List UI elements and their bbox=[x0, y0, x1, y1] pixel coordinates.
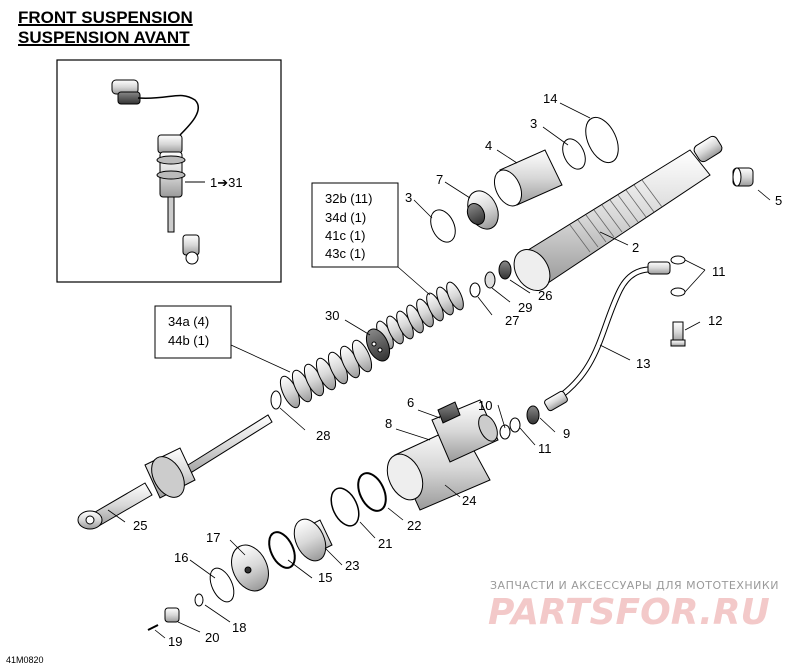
kit-upper-4: 43c (1) bbox=[325, 246, 365, 261]
part-18-end-cap bbox=[231, 544, 269, 592]
upper-spring-stack bbox=[376, 281, 464, 350]
part-2-body-bellows bbox=[513, 135, 723, 291]
watermark-tagline: ЗАПЧАСТИ И АКСЕССУАРЫ ДЛЯ МОТОТЕХНИКИ bbox=[490, 579, 779, 592]
label-24: 23 bbox=[345, 558, 359, 573]
label-23: 22 bbox=[407, 518, 421, 533]
part-number-labels: 14 3 4 5 7 3 2 11 26 29 27 12 30 13 6 8 … bbox=[133, 91, 782, 649]
kit-upper-3: 41c (1) bbox=[325, 228, 365, 243]
label-21: 20 bbox=[205, 630, 219, 645]
inset-label: 1➔31 bbox=[210, 175, 243, 190]
lower-spring-stack bbox=[279, 339, 373, 409]
inset-shock-illustration bbox=[111, 79, 200, 265]
part-24-piston bbox=[293, 518, 333, 562]
label-29: 28 bbox=[316, 428, 330, 443]
part-23-oring bbox=[357, 472, 387, 512]
kit-upper-2: 34d (1) bbox=[325, 210, 366, 225]
kit-lower-2: 44b (1) bbox=[168, 333, 209, 348]
svg-text:11: 11 bbox=[538, 441, 552, 456]
label-15: 14 bbox=[543, 91, 557, 106]
part-15-cap bbox=[585, 116, 619, 164]
label-12: 11 bbox=[712, 264, 726, 279]
part-11-washer bbox=[509, 417, 521, 433]
label-5: 5 bbox=[775, 193, 782, 208]
label-28: 27 bbox=[505, 313, 519, 328]
part-12-washer-bottom bbox=[670, 287, 686, 297]
label-3a: 3 bbox=[530, 116, 537, 131]
label-27: 26 bbox=[538, 288, 552, 303]
part-5-bushing bbox=[732, 167, 754, 187]
watermark-brand: PARTSFOR.RU bbox=[488, 592, 770, 633]
part-22-oring bbox=[330, 487, 360, 527]
part-3-ring-upper bbox=[562, 138, 586, 170]
part-3-ring-lower bbox=[430, 209, 456, 243]
part-8-reservoir-cap bbox=[431, 399, 499, 463]
label-19: 18 bbox=[232, 620, 246, 635]
label-30: 29 bbox=[518, 300, 532, 315]
part-13-bolt bbox=[670, 321, 686, 347]
part-28-washer bbox=[469, 282, 481, 298]
label-8: 8 bbox=[385, 416, 392, 431]
part-12-washer-top bbox=[670, 255, 686, 265]
part-20-valve-core bbox=[147, 624, 159, 631]
label-22: 21 bbox=[378, 536, 392, 551]
part-19-ring bbox=[194, 593, 204, 607]
label-17: 16 bbox=[174, 550, 188, 565]
part-10-washer bbox=[499, 424, 511, 440]
title-french: SUSPENSION AVANT bbox=[18, 28, 190, 47]
label-18: 17 bbox=[206, 530, 220, 545]
part-7-piston bbox=[466, 190, 499, 230]
label-13: 12 bbox=[708, 313, 722, 328]
label-25: 24 bbox=[462, 493, 476, 508]
part-16-oring bbox=[268, 531, 296, 569]
part-31-piston bbox=[365, 328, 391, 362]
part-17-diaphragm bbox=[209, 567, 235, 603]
part-4-sleeve bbox=[493, 149, 563, 207]
label-6: 6 bbox=[407, 395, 414, 410]
label-3b: 3 bbox=[405, 190, 412, 205]
title-english: FRONT SUSPENSION bbox=[18, 8, 193, 27]
part-9-fitting bbox=[526, 405, 540, 425]
label-4: 4 bbox=[485, 138, 492, 153]
kit-lower-1: 34a (4) bbox=[168, 314, 209, 329]
label-31: 30 bbox=[325, 308, 339, 323]
label-26: 25 bbox=[133, 518, 147, 533]
label-7: 7 bbox=[436, 172, 443, 187]
label-16: 15 bbox=[318, 570, 332, 585]
leader-lines bbox=[107, 102, 771, 639]
label-14: 13 bbox=[636, 356, 650, 371]
kit-box-upper bbox=[311, 182, 399, 268]
label-20: 19 bbox=[168, 634, 182, 649]
kit-upper-1: 32b (11) bbox=[325, 191, 372, 206]
reference-code: 41M0820 bbox=[6, 655, 44, 665]
part-21-valve bbox=[164, 607, 180, 623]
part-30-washer bbox=[484, 271, 496, 289]
label-10: 10 bbox=[478, 398, 492, 413]
part-27-nut bbox=[498, 260, 512, 280]
label-2: 2 bbox=[632, 240, 639, 255]
part-29-washer bbox=[270, 390, 282, 410]
part-26-shaft bbox=[77, 414, 273, 530]
label-9: 9 bbox=[563, 426, 570, 441]
kit-box-lower bbox=[154, 305, 232, 359]
part-14-hose bbox=[544, 261, 671, 412]
